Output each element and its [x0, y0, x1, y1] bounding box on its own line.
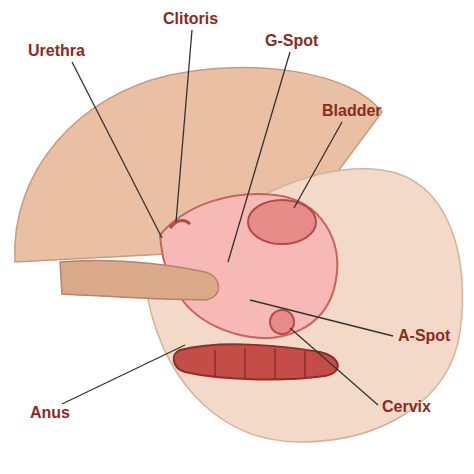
bladder-shape — [248, 200, 316, 244]
rectum-shape — [174, 344, 338, 379]
rectum-rings — [215, 348, 305, 380]
inserted-shape — [60, 260, 219, 300]
clitoris-shape — [170, 221, 190, 228]
part-label: Anus — [30, 404, 70, 422]
leader-lines — [62, 30, 393, 405]
part-label: Clitoris — [163, 10, 218, 28]
part-label: A-Spot — [398, 327, 450, 345]
part-label: Cervix — [382, 398, 431, 416]
pelvic-section — [160, 194, 337, 338]
lower-body — [148, 169, 463, 442]
cervix-shape — [270, 310, 294, 334]
part-label: G-Spot — [265, 32, 318, 50]
part-label: Bladder — [322, 102, 382, 120]
part-label: Urethra — [28, 42, 85, 60]
